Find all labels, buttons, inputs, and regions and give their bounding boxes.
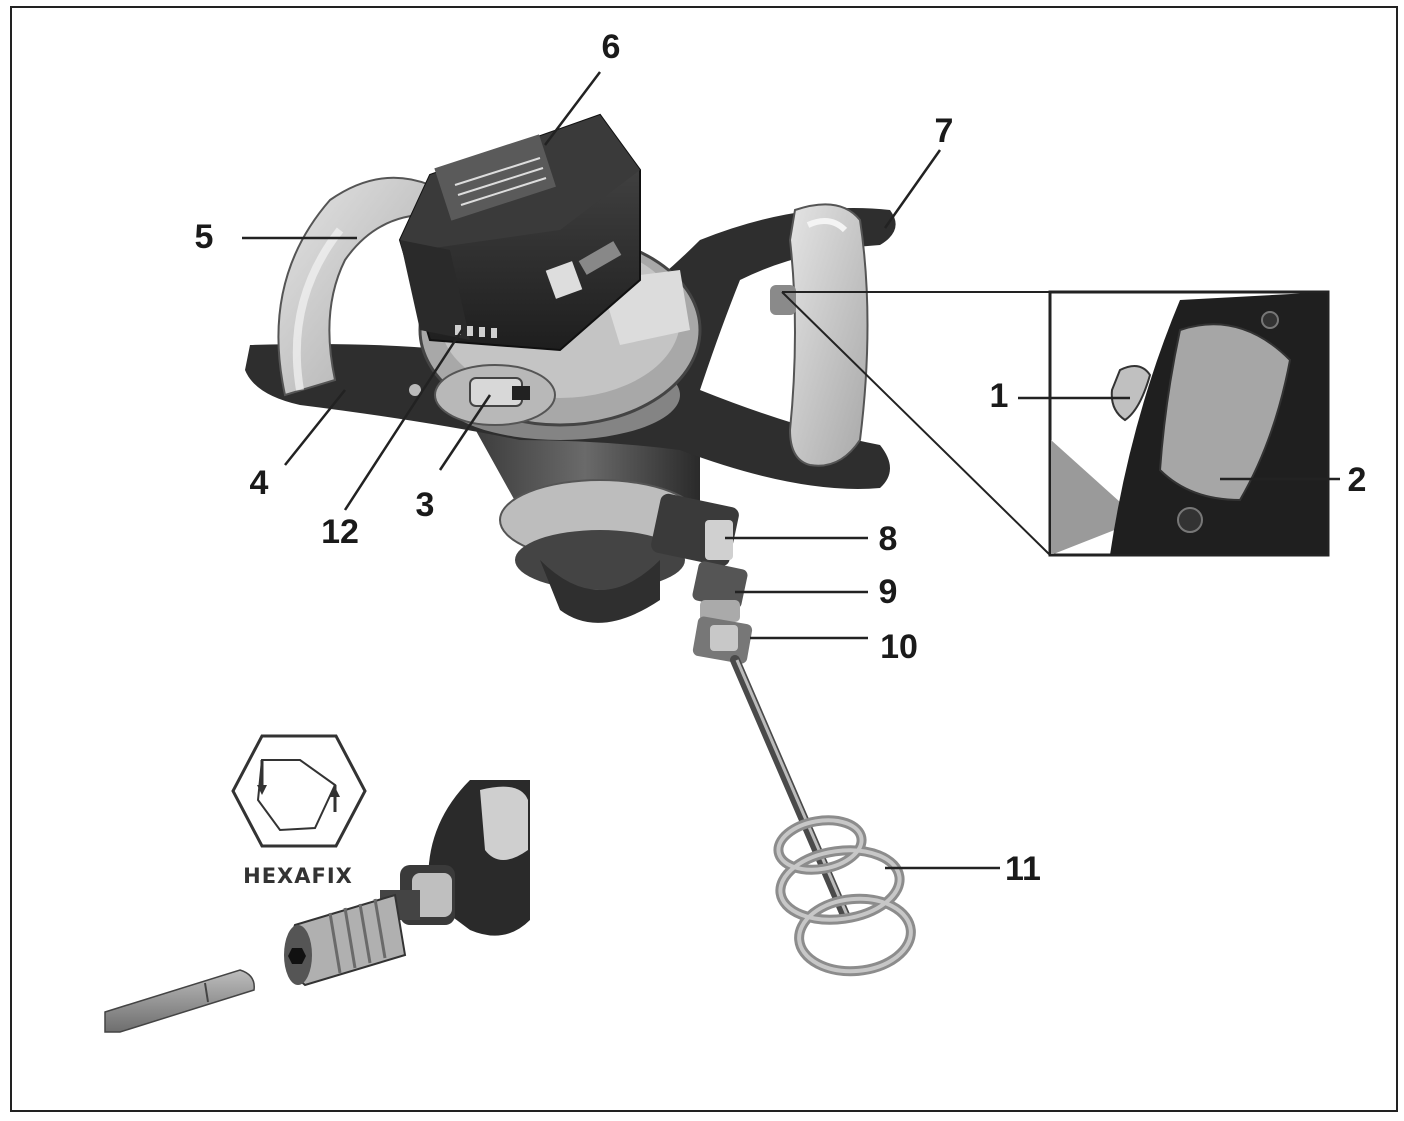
- callout-9: 9: [879, 573, 898, 611]
- hexafix-illustration: HEXAFIX: [104, 734, 530, 1033]
- lock-on-button: [1158, 323, 1292, 502]
- callout-2: 2: [1348, 461, 1367, 499]
- right-handle: [770, 203, 869, 467]
- callout-11: 11: [1005, 850, 1041, 888]
- callout-3: 3: [416, 486, 435, 524]
- spindle-lock: [705, 520, 733, 560]
- callout-12: 12: [321, 513, 359, 551]
- callout-4: 4: [250, 464, 269, 502]
- hex-bit: [104, 969, 255, 1033]
- on-off-switch: [1110, 365, 1152, 422]
- tool-head: [380, 780, 530, 936]
- callout-7: 7: [935, 112, 954, 150]
- battery-pack: [398, 113, 641, 352]
- callout-labels: 1 2 3 4 5 6 7 8 9 10 11 12: [195, 28, 1367, 888]
- hexafix-label: HEXAFIX: [243, 864, 353, 888]
- spindle-assembly: [651, 493, 753, 664]
- callout-6: 6: [602, 28, 621, 66]
- trigger: [770, 285, 796, 315]
- mixer-tool: [245, 113, 916, 977]
- leader-lines: [242, 71, 1340, 870]
- detail-inset: [781, 290, 1330, 557]
- stirrer: [730, 655, 916, 977]
- tool-holder: [700, 600, 740, 622]
- quick-chuck: [284, 893, 407, 987]
- callout-1: 1: [990, 377, 1009, 415]
- callout-8: 8: [879, 520, 898, 558]
- hexafix-logo: [231, 734, 367, 848]
- callout-5: 5: [195, 218, 214, 256]
- callout-10: 10: [880, 628, 918, 666]
- speed-selector-switch: [434, 364, 556, 426]
